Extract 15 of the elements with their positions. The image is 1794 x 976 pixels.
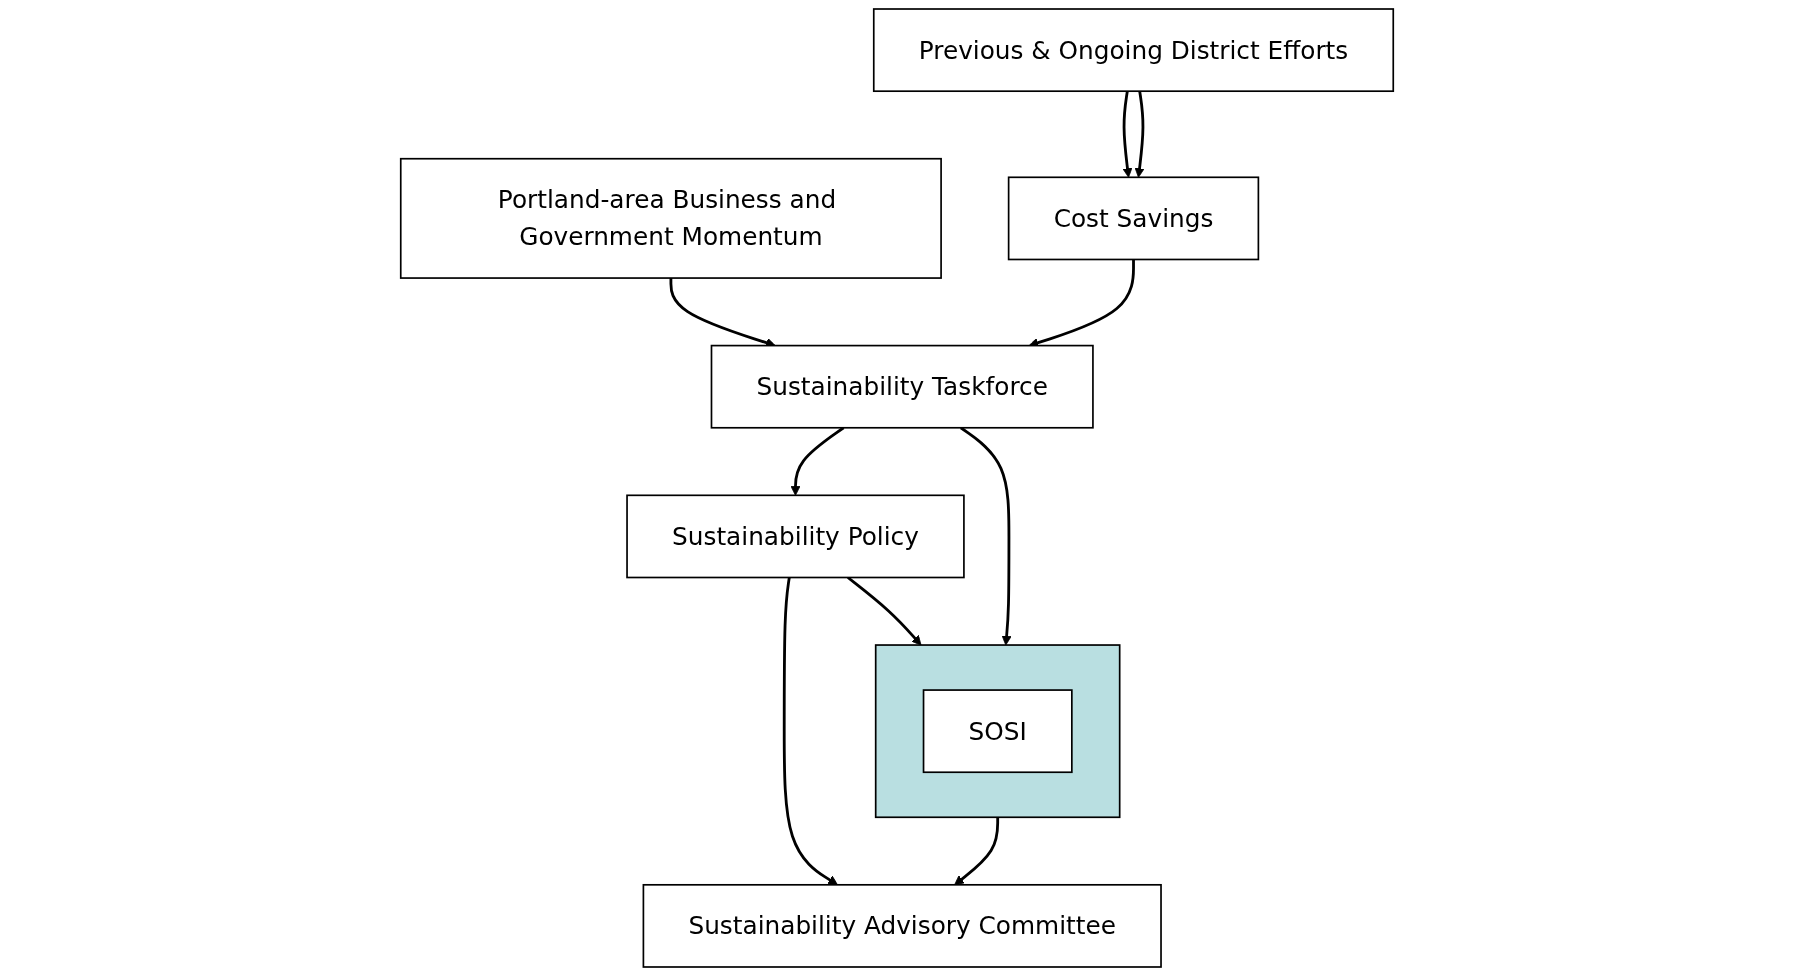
- node-box: Sustainability Taskforce: [710, 344, 1094, 429]
- arrow: [1122, 90, 1133, 178]
- node-box: Cost Savings: [1007, 176, 1260, 261]
- node-box: Sustainability Advisory Committee: [642, 883, 1162, 968]
- arrow: [960, 426, 1012, 646]
- node-box: Portland-area Business and Government Momentum: [399, 157, 942, 279]
- arrow: [954, 817, 1000, 886]
- arrow: [1134, 90, 1145, 178]
- arrow: [782, 577, 838, 886]
- node-box: Sustainability Policy: [626, 494, 965, 579]
- arrow: [790, 426, 845, 496]
- cluster: [874, 644, 1121, 819]
- node-box: SOSI: [922, 689, 1073, 774]
- node-box: Previous & Ongoing District Efforts: [872, 8, 1395, 93]
- arrow: [847, 576, 922, 646]
